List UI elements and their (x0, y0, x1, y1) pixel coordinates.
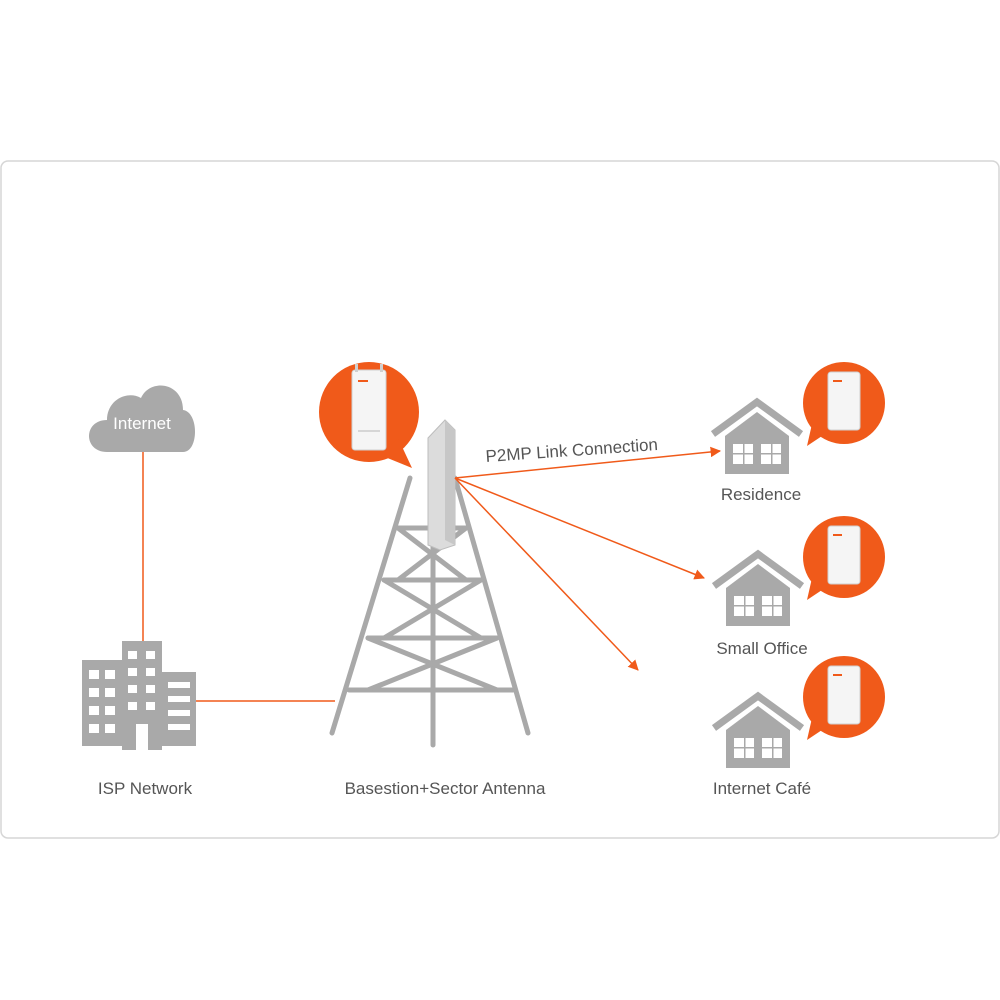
p2mp-arrow-internet-cafe (454, 477, 639, 671)
house-icon (711, 691, 805, 768)
house-icon (710, 397, 804, 474)
isp-network-label: ISP Network (98, 779, 193, 798)
cpe-device-icon (827, 525, 861, 585)
p2mp-arrow-residence (454, 446, 722, 479)
cloud-icon (89, 385, 195, 452)
cpe-device-icon (827, 371, 861, 431)
house-icon (711, 549, 805, 626)
internet-label: Internet (113, 414, 171, 433)
small-office-label: Small Office (716, 639, 807, 658)
small-office-device-callout (803, 516, 885, 600)
p2mp-arrow-small-office (454, 477, 705, 580)
internet-cafe-device-callout (803, 656, 885, 740)
internet-cafe-label: Internet Café (713, 779, 811, 798)
cpe-device-icon (351, 364, 387, 451)
sector-antenna-icon (427, 419, 456, 551)
office-building-icon (82, 641, 196, 750)
residence-device-callout (803, 362, 885, 446)
cpe-device-icon (827, 665, 861, 725)
basestation-device-callout (319, 362, 419, 468)
diagram-frame (0, 160, 1000, 839)
residence-label: Residence (721, 485, 801, 504)
basestation-label: Basestion+Sector Antenna (345, 779, 546, 798)
